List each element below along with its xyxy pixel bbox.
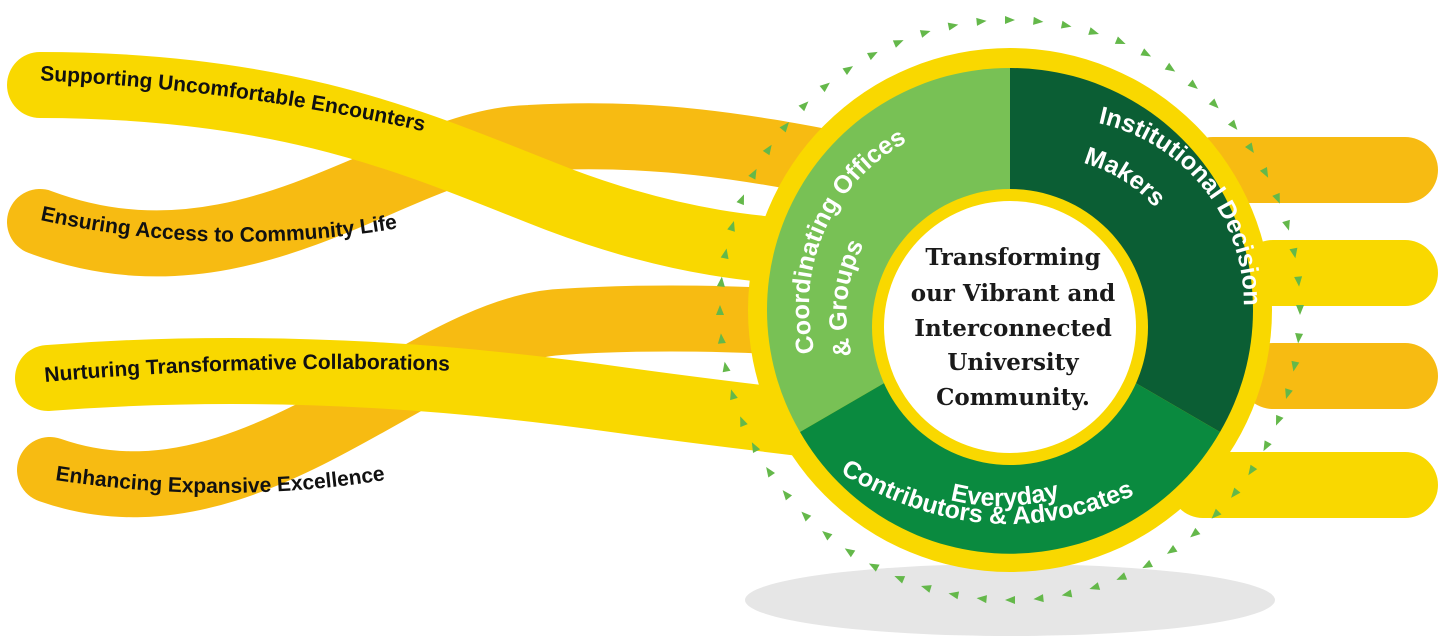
ring-arrow bbox=[779, 122, 789, 133]
ring-arrow bbox=[844, 548, 856, 558]
ring-arrow bbox=[748, 168, 757, 180]
ring-arrow bbox=[1295, 333, 1304, 344]
ring-arrow bbox=[722, 361, 731, 373]
center-line-2: our Vibrant and bbox=[911, 280, 1116, 307]
ring-arrow bbox=[1088, 27, 1099, 35]
ring-arrow bbox=[1248, 464, 1258, 476]
center-line-5: Community. bbox=[936, 384, 1090, 411]
ring-arrow bbox=[720, 248, 729, 260]
ring-arrow bbox=[1187, 79, 1198, 89]
ring-arrow bbox=[1227, 119, 1238, 130]
front-ribbons bbox=[7, 52, 873, 461]
ring-arrow bbox=[1291, 360, 1300, 372]
ring-arrow bbox=[717, 333, 726, 344]
ring-arrow bbox=[1244, 142, 1254, 154]
ring-arrow bbox=[1116, 572, 1128, 580]
ring-arrow bbox=[801, 511, 812, 522]
ring-arrow bbox=[1166, 544, 1178, 554]
center-circle bbox=[884, 201, 1136, 453]
ring-arrow bbox=[1005, 16, 1015, 24]
ring-arrow bbox=[819, 82, 830, 93]
ring-arrow bbox=[1294, 276, 1303, 287]
ring-arrow bbox=[1190, 527, 1201, 538]
ring-arrow bbox=[919, 30, 931, 38]
ring-arrow bbox=[894, 575, 906, 584]
ring-arrow bbox=[1114, 36, 1126, 45]
ring-arrow bbox=[1285, 388, 1293, 399]
ring-arrow bbox=[716, 305, 724, 315]
ring-arrow bbox=[1140, 48, 1152, 57]
ring-arrow bbox=[766, 466, 776, 478]
ring-arrow bbox=[822, 531, 833, 541]
ring-arrow bbox=[1231, 487, 1241, 498]
ring-arrow bbox=[868, 563, 880, 572]
ring-arrow bbox=[867, 51, 878, 61]
ring-arrow bbox=[762, 144, 772, 156]
center-line-1: Transforming bbox=[925, 244, 1100, 271]
ring-arrow bbox=[1275, 414, 1284, 426]
ring-arrow bbox=[976, 595, 987, 604]
ring-arrow bbox=[1060, 20, 1072, 29]
ribbon-front-nurturing bbox=[15, 338, 873, 461]
ring-arrow bbox=[751, 442, 761, 453]
ring-arrow bbox=[730, 389, 738, 401]
ring-arrow bbox=[976, 17, 987, 26]
ring-arrow bbox=[921, 585, 932, 593]
ring-arrow bbox=[948, 591, 960, 600]
ring-arrow bbox=[1142, 559, 1153, 569]
center-statement: Transforming our Vibrant and Interconnec… bbox=[911, 244, 1116, 411]
ribbon-back-enhancing bbox=[17, 285, 873, 518]
ring-arrow bbox=[1005, 596, 1015, 604]
ring-arrow bbox=[736, 194, 745, 206]
ring-arrow bbox=[1033, 16, 1044, 25]
ring-arrow bbox=[1259, 167, 1269, 178]
ring-arrow bbox=[947, 22, 959, 31]
ring-arrow bbox=[1272, 192, 1280, 204]
ring-arrow bbox=[782, 490, 793, 501]
ring-arrow bbox=[740, 416, 748, 428]
ring-arrow bbox=[1061, 589, 1073, 598]
ring-arrow bbox=[1033, 594, 1044, 603]
ring-arrow bbox=[1164, 62, 1176, 72]
ring-arrow bbox=[727, 221, 735, 232]
ring-arrow bbox=[716, 276, 725, 287]
center-line-3: Interconnected bbox=[914, 315, 1112, 342]
ring-arrow bbox=[798, 101, 809, 112]
ring-arrow bbox=[1208, 98, 1219, 109]
center-line-4: University bbox=[947, 349, 1079, 376]
ring-arrow bbox=[1296, 305, 1304, 315]
ring-arrow bbox=[842, 66, 854, 76]
ring-arrow bbox=[1282, 219, 1290, 231]
ribbon-front-supporting bbox=[7, 52, 873, 288]
ring-arrow bbox=[1263, 440, 1272, 452]
ring-arrow bbox=[892, 40, 904, 48]
ring-arrow bbox=[1289, 247, 1298, 259]
ring-arrow bbox=[1089, 582, 1101, 590]
arrow-ring bbox=[716, 16, 1304, 604]
ring-arrow bbox=[1211, 508, 1222, 519]
